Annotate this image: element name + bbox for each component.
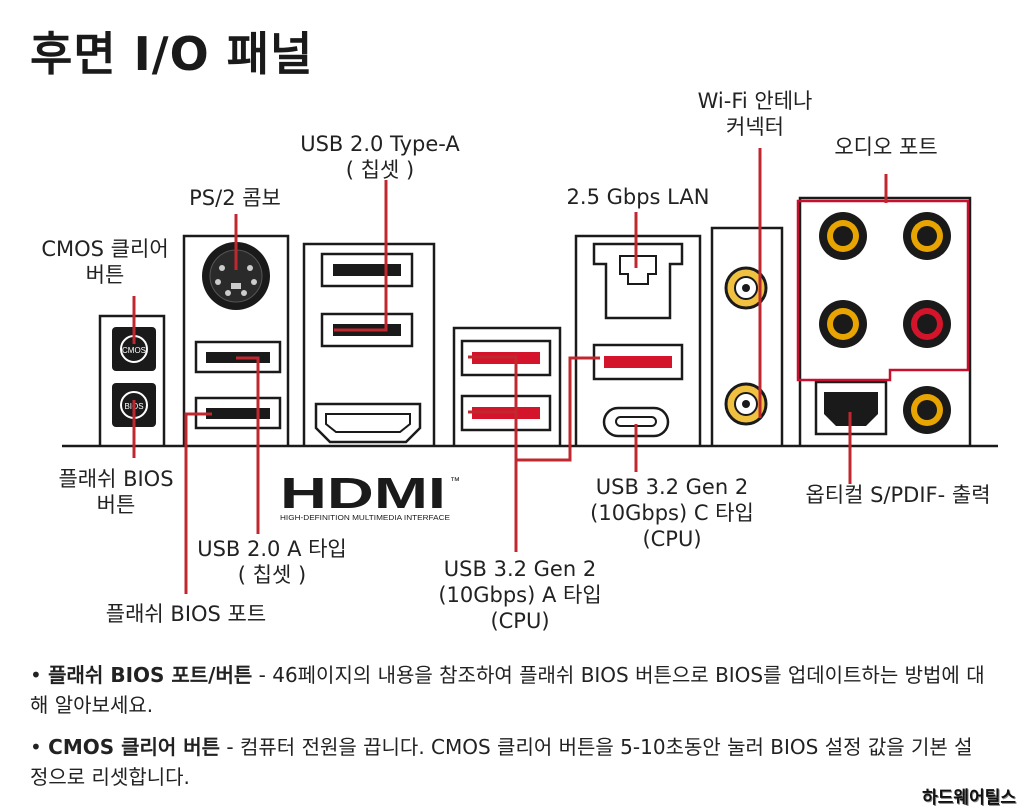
label-usb20-a: USB 2.0 A 타입 ( 칩셋 ) [197, 537, 347, 587]
label-flash-bios-port: 플래쉬 BIOS 포트 [105, 602, 267, 626]
label-usb32-a: USB 3.2 Gen 2 (10Gbps) A 타입 (CPU) [438, 557, 602, 633]
note-bullet: • [30, 663, 42, 687]
leader-lines [132, 148, 888, 594]
page-title: 후면 I/O 패널 [30, 27, 314, 81]
lan-usb-block [574, 234, 702, 446]
cmos-bios-block: CMOS BIOS [98, 314, 166, 446]
ps2-usb-block [182, 234, 290, 446]
label-usb32-c: USB 3.2 Gen 2 (10Gbps) C 타입 (CPU) [590, 475, 754, 551]
note-title: 플래쉬 BIOS 포트/버튼 [48, 663, 253, 687]
hdmi-tm: ™ [450, 476, 460, 487]
leader-usb20-typea [334, 180, 388, 332]
hdmi-tagline: HIGH-DEFINITION MULTIMEDIA INTERFACE [280, 513, 450, 522]
leader-usb32-a-1 [468, 355, 518, 552]
usb-hdmi-block [302, 242, 436, 446]
leader-usb20-a [236, 356, 260, 534]
note-text: - 컴퓨터 전원을 끕니다. CMOS 클리어 버튼을 5-10초동안 눌러 B… [30, 735, 973, 789]
usb32-a-block [452, 326, 562, 446]
label-ps2: PS/2 콤보 [189, 186, 281, 210]
note-flash-bios: • 플래쉬 BIOS 포트/버튼 - 46페이지의 내용을 참조하여 플래쉬 B… [30, 660, 990, 720]
watermark: 하드웨어틸스 [922, 788, 1016, 808]
note-text: - 46페이지의 내용을 참조하여 플래쉬 BIOS 버튼으로 BIOS를 업데… [30, 663, 985, 717]
label-lan: 2.5 Gbps LAN [566, 185, 710, 209]
note-title: CMOS 클리어 버튼 [48, 735, 221, 759]
label-flash-bios-button: 플래쉬 BIOS 버튼 [58, 467, 174, 517]
label-optical: 옵티컬 S/PDIF- 출력 [805, 483, 991, 507]
hdmi-logo-text: HDMI [280, 469, 446, 518]
cmos-clear-button [112, 327, 156, 371]
leader-flash-bios-port [184, 412, 212, 594]
wifi-block [710, 226, 784, 446]
hdmi-port [314, 402, 422, 444]
audio-highlight-outline [796, 199, 970, 382]
label-usb20-typea: USB 2.0 Type-A ( 칩셋 ) [300, 132, 460, 182]
note-cmos-clear: • CMOS 클리어 버튼 - 컴퓨터 전원을 끕니다. CMOS 클리어 버튼… [30, 732, 990, 792]
cmos-icon-text: CMOS [122, 346, 146, 355]
audio-block [796, 196, 972, 446]
label-cmos-clear: CMOS 클리어 버튼 [41, 237, 169, 287]
label-wifi: Wi-Fi 안테나 커넥터 [697, 89, 813, 139]
hdmi-logo: HDMI ™ HIGH-DEFINITION MULTIMEDIA INTERF… [280, 469, 460, 522]
leader-usb32-a-3 [516, 356, 600, 462]
note-bullet: • [30, 735, 42, 759]
io-panel-diagram: CMOS BIOS [62, 148, 998, 594]
label-audio: 오디오 포트 [834, 135, 938, 159]
